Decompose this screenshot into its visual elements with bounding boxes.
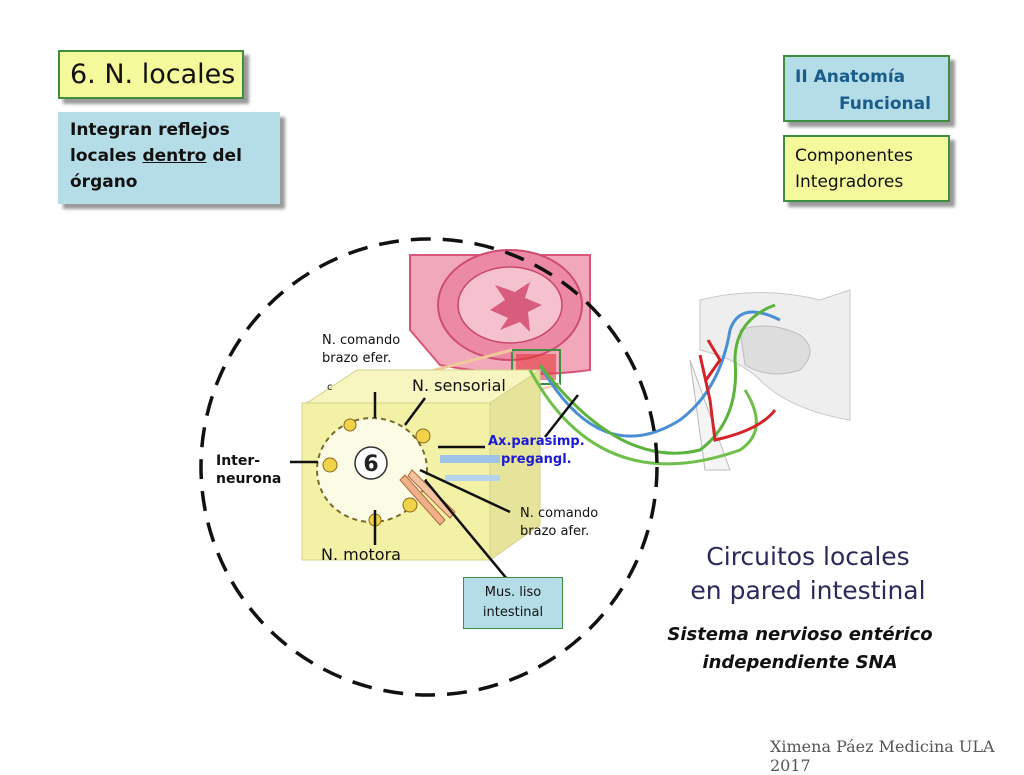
red-nerve-path — [698, 354, 777, 442]
plexus-cube — [301, 369, 542, 561]
description-box: Integran reflejos locales dentro del órg… — [58, 112, 280, 204]
label-motor: N. motora — [321, 545, 401, 564]
component-box: Componentes Integradores — [783, 135, 950, 202]
description-line-1: Integran reflejos — [70, 120, 230, 140]
intestine-cross-section — [409, 249, 591, 385]
description-line-3: órgano — [70, 172, 138, 192]
pointer-lines — [290, 392, 579, 586]
number-six-badge — [354, 446, 388, 480]
component-line-2: Integradores — [795, 172, 904, 192]
blue-nerve-path — [538, 310, 781, 438]
underlined-word: dentro — [142, 146, 207, 166]
section-line-2: Funcional — [839, 94, 931, 114]
label-parasympathetic-axon: Ax.parasimp.pregangl. — [488, 434, 585, 467]
dashed-boundary-circle — [199, 237, 659, 697]
description-line-2: locales dentro del — [70, 146, 242, 166]
label-small-c: c — [327, 382, 333, 393]
section-line-1: II Anatomía — [795, 67, 906, 87]
label-sensory: N. sensorial — [412, 376, 506, 395]
footer-credit: Ximena Páez Medicina ULA 2017 — [770, 737, 995, 775]
label-interneuron: Inter-neurona — [216, 453, 282, 487]
section-box: II Anatomía Funcional — [783, 55, 950, 122]
green-nerve-path-2 — [528, 369, 758, 466]
slide-title: 6. N. locales — [58, 50, 244, 99]
component-line-1: Componentes — [795, 146, 914, 166]
number-six: 6 — [363, 452, 378, 477]
spinal-cord-illustration — [689, 289, 851, 471]
